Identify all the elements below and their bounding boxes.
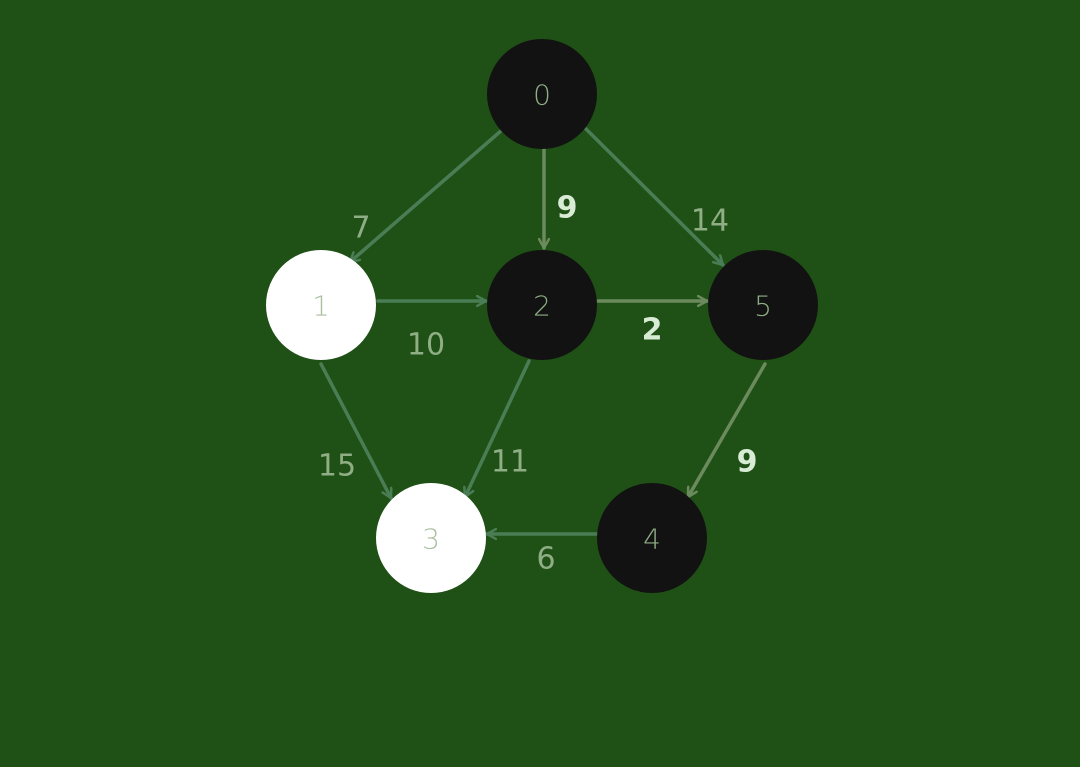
edge-weight-0-5: 14 bbox=[691, 204, 729, 239]
edge-weight-1-3: 15 bbox=[318, 449, 356, 484]
edge-weight-1-2: 10 bbox=[407, 328, 445, 363]
node-circle-3 bbox=[376, 483, 486, 593]
node-label-4: 4 bbox=[643, 523, 661, 556]
edge-0-1 bbox=[348, 128, 504, 264]
node-label-5: 5 bbox=[754, 290, 772, 323]
edge-weight-0-1: 7 bbox=[351, 211, 370, 246]
graph-node-2: 2 bbox=[487, 250, 597, 360]
edges-layer bbox=[319, 125, 767, 534]
nodes-layer: 0 1 2 5 3 4 bbox=[266, 39, 818, 593]
edge-2-3 bbox=[465, 359, 531, 499]
edge-weights-layer: 7 9 14 10 2 15 11 9 6 bbox=[318, 191, 758, 577]
edge-weight-5-4: 9 bbox=[737, 445, 758, 480]
edge-1-3 bbox=[319, 362, 393, 500]
edge-weight-0-2: 9 bbox=[557, 191, 578, 226]
graph-node-4: 4 bbox=[597, 483, 707, 593]
graph-node-1: 1 bbox=[266, 250, 376, 360]
node-circle-1 bbox=[266, 250, 376, 360]
node-label-0: 0 bbox=[533, 79, 551, 112]
node-circle-4 bbox=[597, 483, 707, 593]
graph-node-5: 5 bbox=[708, 250, 818, 360]
node-label-1: 1 bbox=[312, 290, 330, 323]
edge-weight-2-3: 11 bbox=[491, 445, 529, 480]
node-label-2: 2 bbox=[533, 290, 551, 323]
node-circle-2 bbox=[487, 250, 597, 360]
graph-node-3: 3 bbox=[376, 483, 486, 593]
graph-node-0: 0 bbox=[487, 39, 597, 149]
node-circle-0 bbox=[487, 39, 597, 149]
node-label-3: 3 bbox=[422, 523, 440, 556]
edge-0-5 bbox=[582, 125, 725, 267]
edge-weight-4-3: 6 bbox=[536, 542, 555, 577]
edge-5-4 bbox=[686, 362, 767, 499]
edge-weight-2-5: 2 bbox=[642, 313, 663, 348]
node-circle-5 bbox=[708, 250, 818, 360]
